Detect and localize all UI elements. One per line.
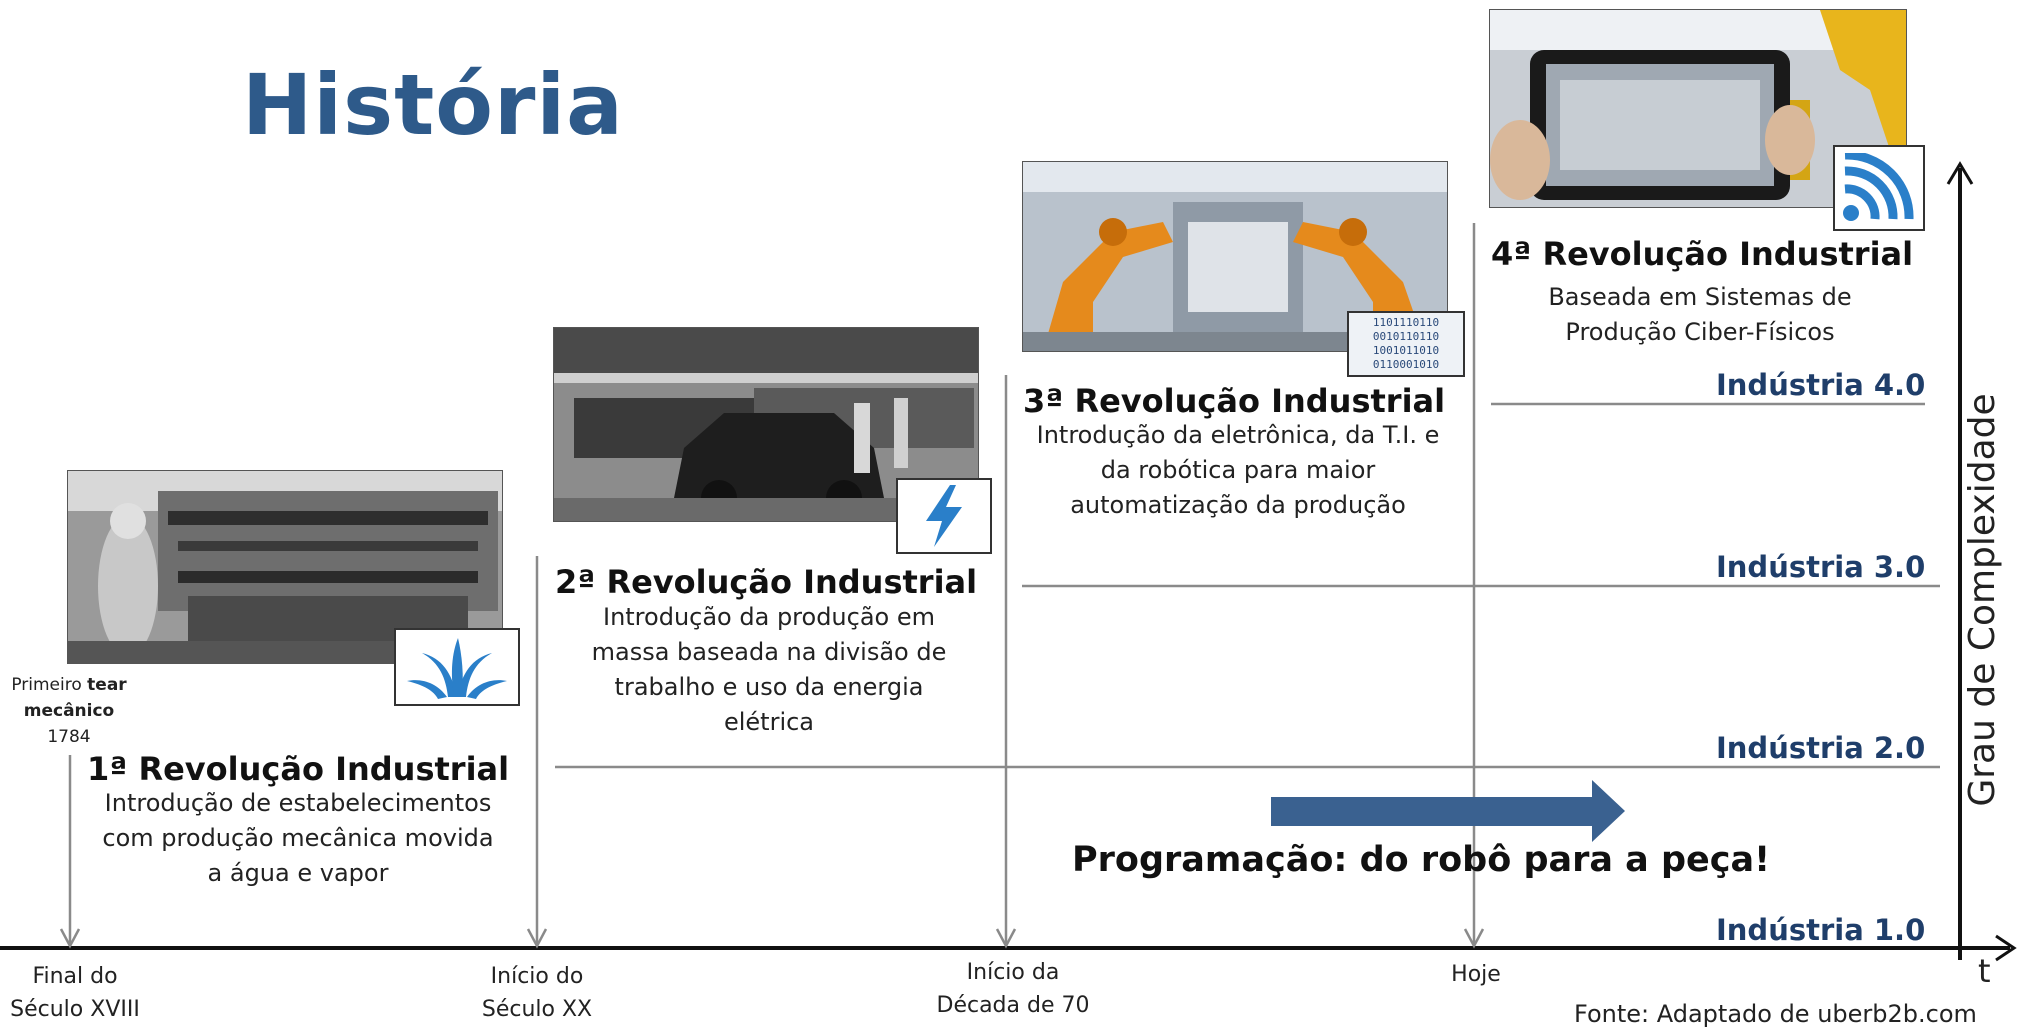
wireless-signal-icon	[1843, 153, 1914, 221]
first-loom-note: Primeiro tear mecânico 1784	[0, 672, 138, 750]
time-label-line: Hoje	[1451, 962, 1501, 987]
wireless-badge	[1833, 145, 1925, 231]
y-axis-label: Grau de Complexidade	[1962, 393, 2003, 807]
revolution-1-description: Introdução de estabelecimentos com produ…	[102, 789, 494, 887]
binary-line: 1001011010	[1372, 344, 1440, 357]
binary-line: 0010110110	[1372, 330, 1440, 343]
programming-note: Programação: do robô para a peça!	[1072, 840, 1771, 880]
first-loom-bold: tear mecânico	[23, 675, 127, 721]
revolution-2-description: Introdução da produção em massa baseada …	[591, 603, 947, 736]
x-axis-label: t	[1978, 952, 1991, 990]
industry-1-label: Indústria 1.0	[1716, 913, 1926, 947]
revolution-3-title: 3ª Revolução Industrial	[1023, 382, 1446, 420]
time-label-line: Década de 70	[936, 993, 1090, 1018]
binary-code-badge: 1101110110 0010110110 1001011010 0110001…	[1347, 311, 1465, 377]
time-label-1: Final do Século XVIII	[0, 960, 175, 1026]
progress-arrow	[1271, 780, 1625, 842]
first-loom-year: 1784	[47, 727, 91, 747]
industry-2-label: Indústria 2.0	[1716, 731, 1926, 765]
page-title: História	[242, 56, 624, 154]
lightning-badge	[896, 478, 992, 554]
time-label-line: Século XX	[481, 997, 593, 1022]
binary-line: 1101110110	[1372, 316, 1440, 329]
binary-line: 0110001010	[1372, 358, 1440, 371]
first-loom-prefix: Primeiro	[11, 675, 88, 695]
revolution-3-description: Introdução da eletrônica, da T.I. e da r…	[1036, 421, 1440, 519]
revolution-1-title: 1ª Revolução Industrial	[87, 750, 510, 788]
tablet-factory-photo	[1489, 9, 1907, 208]
time-label-line: Início da	[966, 960, 1060, 985]
source-note: Fonte: Adaptado de uberb2b.com	[1574, 1000, 1977, 1028]
y-axis-arrowhead	[1946, 161, 1974, 185]
industry-3-label: Indústria 3.0	[1716, 550, 1926, 584]
industry-4-label: Indústria 4.0	[1716, 368, 1926, 402]
x-axis-arrowhead	[1995, 934, 2017, 962]
textile-loom-photo	[67, 470, 503, 664]
time-label-line: Início do	[490, 964, 584, 989]
water-splash-icon	[407, 638, 507, 699]
water-splash-badge	[394, 628, 520, 706]
revolution-4-description: Baseada em Sistemas de Produção Ciber-Fí…	[1548, 283, 1852, 346]
lightning-icon	[926, 485, 962, 547]
time-label-line: Século XVIII	[10, 997, 140, 1022]
time-label-4: Hoje	[1376, 958, 1576, 991]
binary-code-icon: 1101110110 0010110110 1001011010 0110001…	[1373, 316, 1439, 372]
time-label-line: Final do	[32, 964, 118, 989]
time-label-2: Início do Século XX	[437, 960, 637, 1026]
revolution-4-title: 4ª Revolução Industrial	[1491, 235, 1914, 273]
revolution-2-title: 2ª Revolução Industrial	[555, 563, 978, 601]
time-label-3: Início da Década de 70	[913, 956, 1113, 1022]
